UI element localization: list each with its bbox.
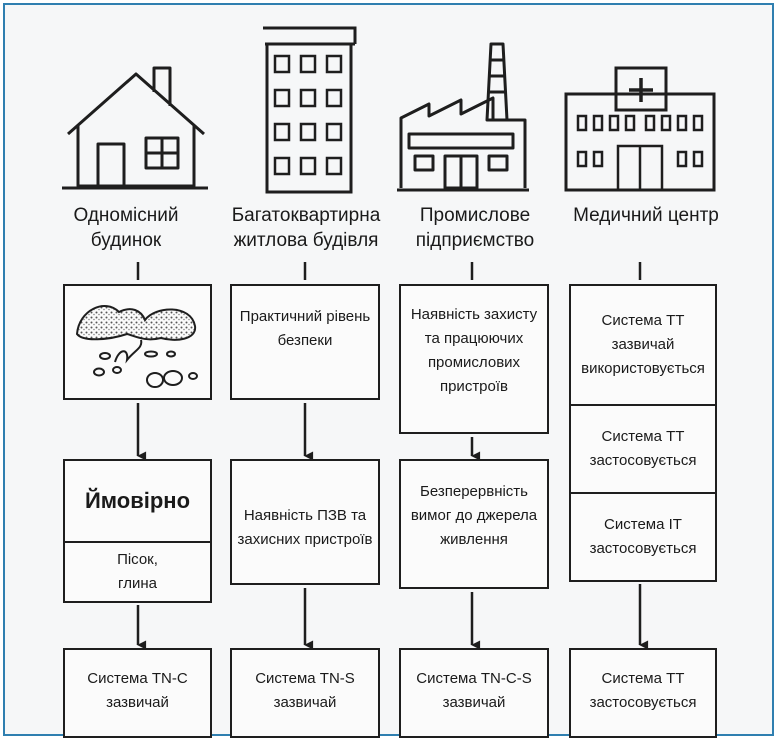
medical-system-3: Система IT застосовується — [589, 516, 697, 557]
hospital-icon — [564, 66, 716, 192]
tn-c-s-box: Система TN-C-S зазвичай — [399, 648, 549, 738]
medical-system-2: Система TT застосовується — [589, 428, 697, 469]
title-single-house: Одномісний будинок — [73, 205, 179, 251]
tt-text: Система TT застосовується — [589, 670, 697, 711]
tt-box: Система TT застосовується — [569, 648, 717, 738]
tn-s-box: Система TN-S зазвичай — [230, 648, 380, 738]
apartment-building-icon — [263, 26, 357, 194]
tn-s-text: Система TN-S зазвичай — [255, 670, 355, 711]
rcd-text: Наявність ПЗВ та захисних пристроїв — [237, 507, 373, 548]
soil-stones-icon — [75, 305, 198, 388]
continuity-text: Безперервність вимог до джерела живлення — [410, 483, 538, 548]
safety-level-box: Практичний рівень безпеки — [230, 284, 380, 400]
divider — [571, 404, 715, 406]
title-medical-center: Медичний центр — [573, 205, 719, 226]
protection-text: Наявність захисту та працюючих промислов… — [410, 306, 538, 395]
divider — [571, 492, 715, 494]
tn-c-s-text: Система TN-C-S зазвичай — [416, 670, 532, 711]
divider — [65, 541, 210, 543]
protection-box: Наявність захисту та працюючих промислов… — [399, 284, 549, 434]
safety-level-text: Практичний рівень безпеки — [239, 308, 371, 349]
title-apartment-building: Багатоквартирна житлова будівля — [231, 205, 381, 251]
tn-c-text: Система TN-C зазвичай — [87, 670, 188, 711]
likely-headline: Ймовірно — [84, 488, 191, 513]
house-icon — [62, 66, 208, 190]
continuity-box: Безперервність вимог до джерела живлення — [399, 459, 549, 589]
tn-c-box: Система TN-C зазвичай — [63, 648, 212, 738]
title-industrial-enterprise: Промислове підприємство — [415, 205, 535, 251]
rcd-box: Наявність ПЗВ та захисних пристроїв — [230, 459, 380, 585]
soil-image-box — [63, 284, 212, 400]
medical-systems-box: Система TT зазвичай використовується Сис… — [569, 284, 717, 582]
soil-type-text: Пісок, глина — [117, 551, 158, 592]
factory-icon — [397, 42, 529, 192]
soil-type-box: Ймовірно Пісок, глина — [63, 459, 212, 603]
medical-system-1: Система TT зазвичай використовується — [581, 312, 705, 377]
